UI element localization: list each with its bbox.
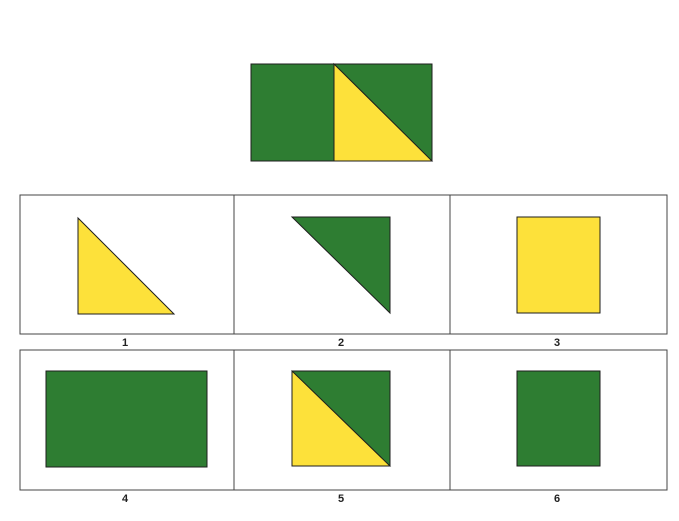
option-2[interactable]: [290, 216, 391, 315]
option-6[interactable]: [516, 370, 601, 467]
option-3[interactable]: [516, 216, 601, 314]
option-2-label: 2: [337, 337, 345, 349]
option-row1-frame: [19, 194, 668, 335]
option-1-label: 1: [121, 337, 129, 349]
option-3-label: 3: [553, 337, 561, 349]
question-figure: [250, 62, 434, 162]
option-6-green-square: [516, 370, 601, 467]
answer-grid-row-2: [19, 349, 668, 491]
option-5-yellow-triangle: [291, 369, 392, 467]
option-row2-frame: [19, 349, 668, 491]
option-1-yellow-triangle: [77, 216, 176, 315]
option-3-yellow-rectangle: [516, 216, 601, 314]
question-left-green-square: [250, 63, 335, 162]
option-2-green-triangle: [290, 216, 391, 315]
option-5-label: 5: [337, 493, 345, 505]
answer-grid-row-1: [19, 194, 668, 335]
option-1[interactable]: [77, 216, 176, 315]
question-yellow-triangle: [333, 62, 434, 162]
option-4-label: 4: [121, 493, 129, 505]
option-4-green-rectangle: [45, 370, 208, 468]
option-4[interactable]: [45, 370, 208, 468]
option-6-label: 6: [553, 493, 561, 505]
option-5[interactable]: [291, 369, 392, 467]
